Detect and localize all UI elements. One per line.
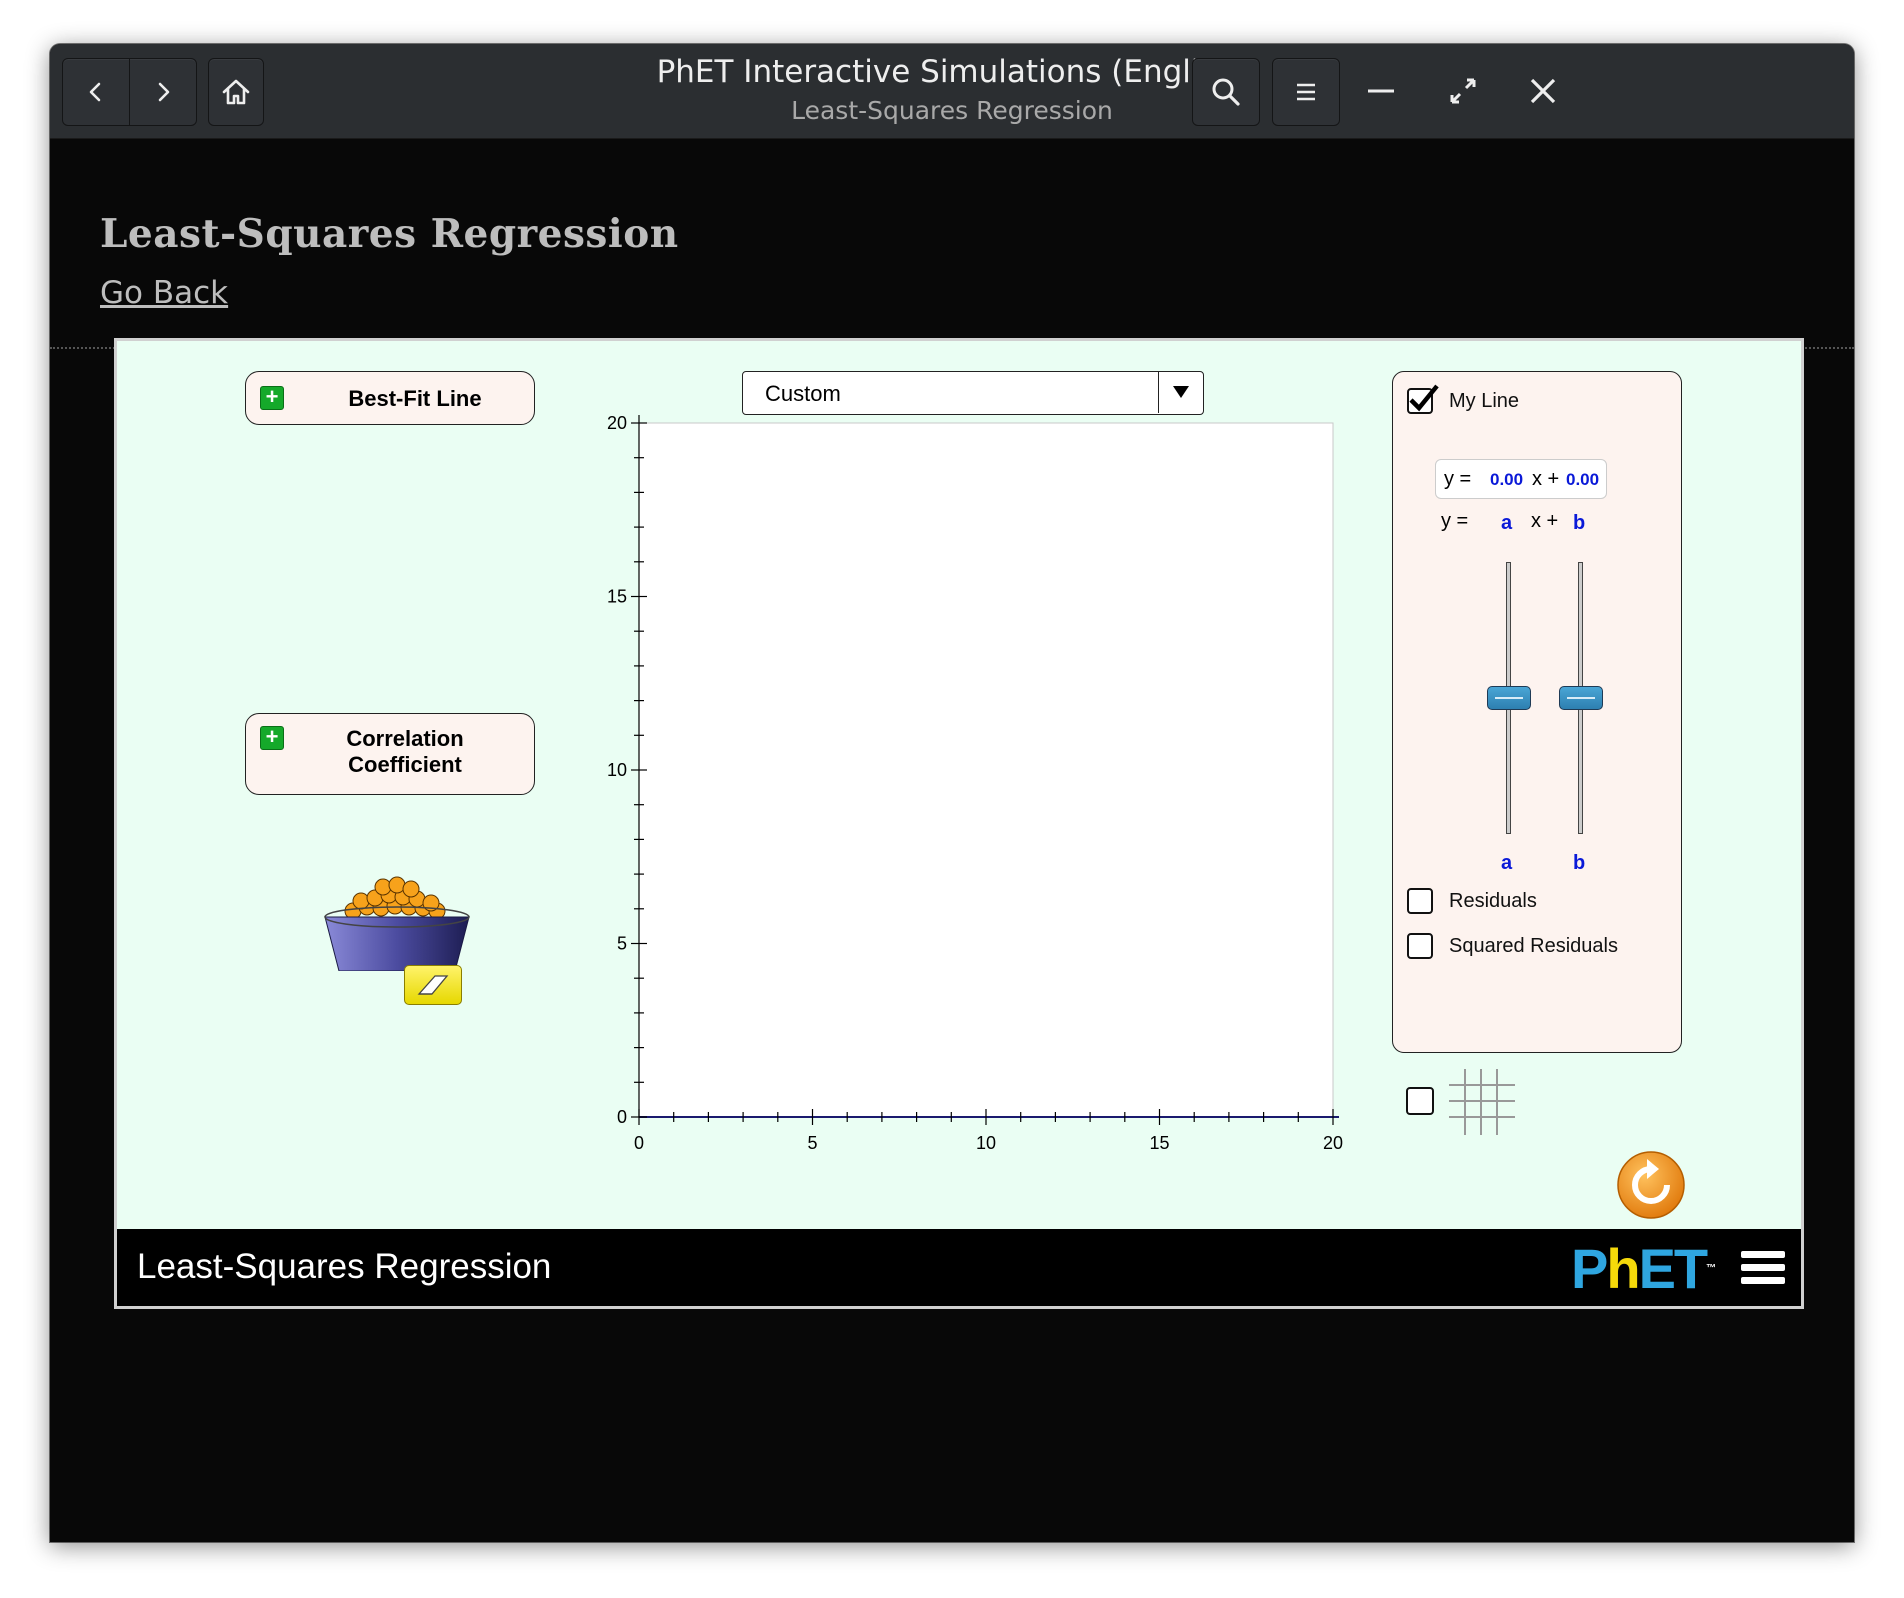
minimize-icon: [1368, 89, 1394, 93]
combo-arrow-button[interactable]: [1158, 372, 1203, 413]
page-title: Least-Squares Regression: [100, 211, 679, 257]
residuals-label: Residuals: [1449, 890, 1537, 912]
maximize-button[interactable]: [1430, 58, 1496, 124]
forward-button[interactable]: [129, 58, 197, 126]
data-point-ball: [402, 880, 420, 898]
triangle-down-icon: [1173, 386, 1189, 398]
correlation-label-line1: Correlation: [346, 726, 464, 751]
slider-equation-x-plus: x +: [1531, 510, 1559, 532]
slider-a-label: a: [1501, 852, 1513, 874]
phet-logo[interactable]: PhET™: [1571, 1241, 1716, 1297]
my-line-checkbox[interactable]: [1407, 384, 1439, 414]
expand-plus-icon: +: [260, 386, 284, 410]
back-button[interactable]: [62, 58, 130, 126]
slope-a-slider-thumb[interactable]: [1487, 686, 1531, 710]
y-tick-label: 0: [617, 1107, 627, 1127]
expand-plus-icon: +: [260, 726, 284, 750]
search-icon: [1212, 78, 1240, 106]
equation-a-value: 0.00: [1490, 470, 1524, 489]
equation-display: y = 0.00 x + 0.00: [1435, 459, 1607, 499]
logo-p: P: [1571, 1237, 1608, 1300]
minimize-button[interactable]: [1348, 58, 1414, 124]
data-point-ball: [352, 892, 370, 910]
title-bar: PhET Interactive Simulations (English) L…: [50, 44, 1854, 139]
window-subtitle: Least-Squares Regression: [791, 96, 1113, 125]
page-header: Least-Squares Regression Go Back: [50, 139, 1854, 349]
eraser-button[interactable]: [404, 965, 462, 1005]
my-line-panel: My Line y = 0.00 x + 0.00 y = a x + b a …: [1392, 371, 1682, 1053]
grid-checkbox[interactable]: [1406, 1087, 1434, 1115]
dataset-selected-value: Custom: [765, 381, 841, 406]
reset-all-button[interactable]: [1615, 1149, 1687, 1221]
hamburger-menu-icon: [1297, 83, 1315, 101]
maximize-icon: [1450, 78, 1476, 104]
best-fit-line-label: Best-Fit Line: [348, 386, 482, 411]
logo-tm: ™: [1706, 1263, 1717, 1274]
x-tick-label: 15: [1149, 1133, 1169, 1153]
dataset-combo-box[interactable]: Custom: [742, 371, 1204, 415]
x-tick-label: 0: [634, 1133, 644, 1153]
checkmark-icon: [1409, 384, 1439, 412]
equation-prefix: y =: [1444, 468, 1472, 490]
browser-window: PhET Interactive Simulations (English) L…: [50, 44, 1854, 1542]
close-icon: [1530, 78, 1556, 104]
data-point-ball: [388, 876, 406, 894]
y-tick-label: 10: [607, 760, 627, 780]
data-point-bucket-icon[interactable]: [317, 871, 477, 971]
slider-equation-a: a: [1501, 512, 1513, 534]
x-tick-label: 5: [807, 1133, 817, 1153]
eraser-icon: [417, 975, 449, 995]
y-tick-label: 5: [617, 934, 627, 954]
menu-button[interactable]: [1272, 58, 1340, 126]
sim-title: Least-Squares Regression: [137, 1247, 552, 1286]
correlation-label-line2: Coefficient: [348, 752, 462, 777]
equation-x-plus: x +: [1532, 468, 1560, 490]
x-tick-label: 10: [976, 1133, 996, 1153]
slider-equation-prefix: y =: [1441, 510, 1469, 532]
plot-area[interactable]: [638, 422, 1334, 1118]
home-icon: [222, 79, 250, 105]
grid-icon: [1449, 1069, 1515, 1135]
correlation-coefficient-label: Correlation Coefficient: [286, 726, 524, 778]
intercept-b-slider-thumb[interactable]: [1559, 686, 1603, 710]
slider-equation-b: b: [1573, 512, 1586, 534]
y-tick-label: 20: [607, 413, 627, 433]
equation-b-value: 0.00: [1566, 470, 1600, 489]
forward-icon: [158, 82, 170, 102]
logo-h: h: [1606, 1237, 1640, 1300]
squared-residuals-label: Squared Residuals: [1449, 935, 1618, 957]
close-button[interactable]: [1510, 58, 1576, 124]
window-title: PhET Interactive Simulations (English): [656, 54, 1248, 90]
x-tick-label: 20: [1323, 1133, 1343, 1153]
best-fit-line-accordion[interactable]: + Best-Fit Line: [245, 371, 535, 425]
slider-b-label: b: [1573, 852, 1586, 874]
back-icon: [89, 82, 101, 102]
data-point-ball: [374, 878, 392, 896]
reset-icon: [1632, 1159, 1670, 1204]
sim-navigation-bar: Least-Squares Regression PhET™: [117, 1229, 1801, 1306]
residuals-checkbox[interactable]: [1407, 888, 1433, 914]
logo-et: ET: [1638, 1237, 1709, 1300]
simulation-area: + Best-Fit Line + Correlation Coefficien…: [114, 338, 1804, 1309]
y-tick-label: 15: [607, 587, 627, 607]
phet-menu-icon[interactable]: [1741, 1251, 1785, 1287]
search-button[interactable]: [1192, 58, 1260, 126]
data-point-ball: [422, 894, 440, 912]
correlation-coefficient-accordion[interactable]: + Correlation Coefficient: [245, 713, 535, 795]
home-button[interactable]: [208, 58, 264, 126]
my-line-label: My Line: [1449, 390, 1520, 412]
squared-residuals-checkbox[interactable]: [1407, 933, 1433, 959]
axes: 0 5 10 15 20 0 5 10 15 20: [607, 413, 1343, 1153]
scatter-plot-graph[interactable]: 0 5 10 15 20 0 5 10 15 20: [567, 411, 1343, 1153]
go-back-link[interactable]: Go Back: [100, 275, 229, 311]
